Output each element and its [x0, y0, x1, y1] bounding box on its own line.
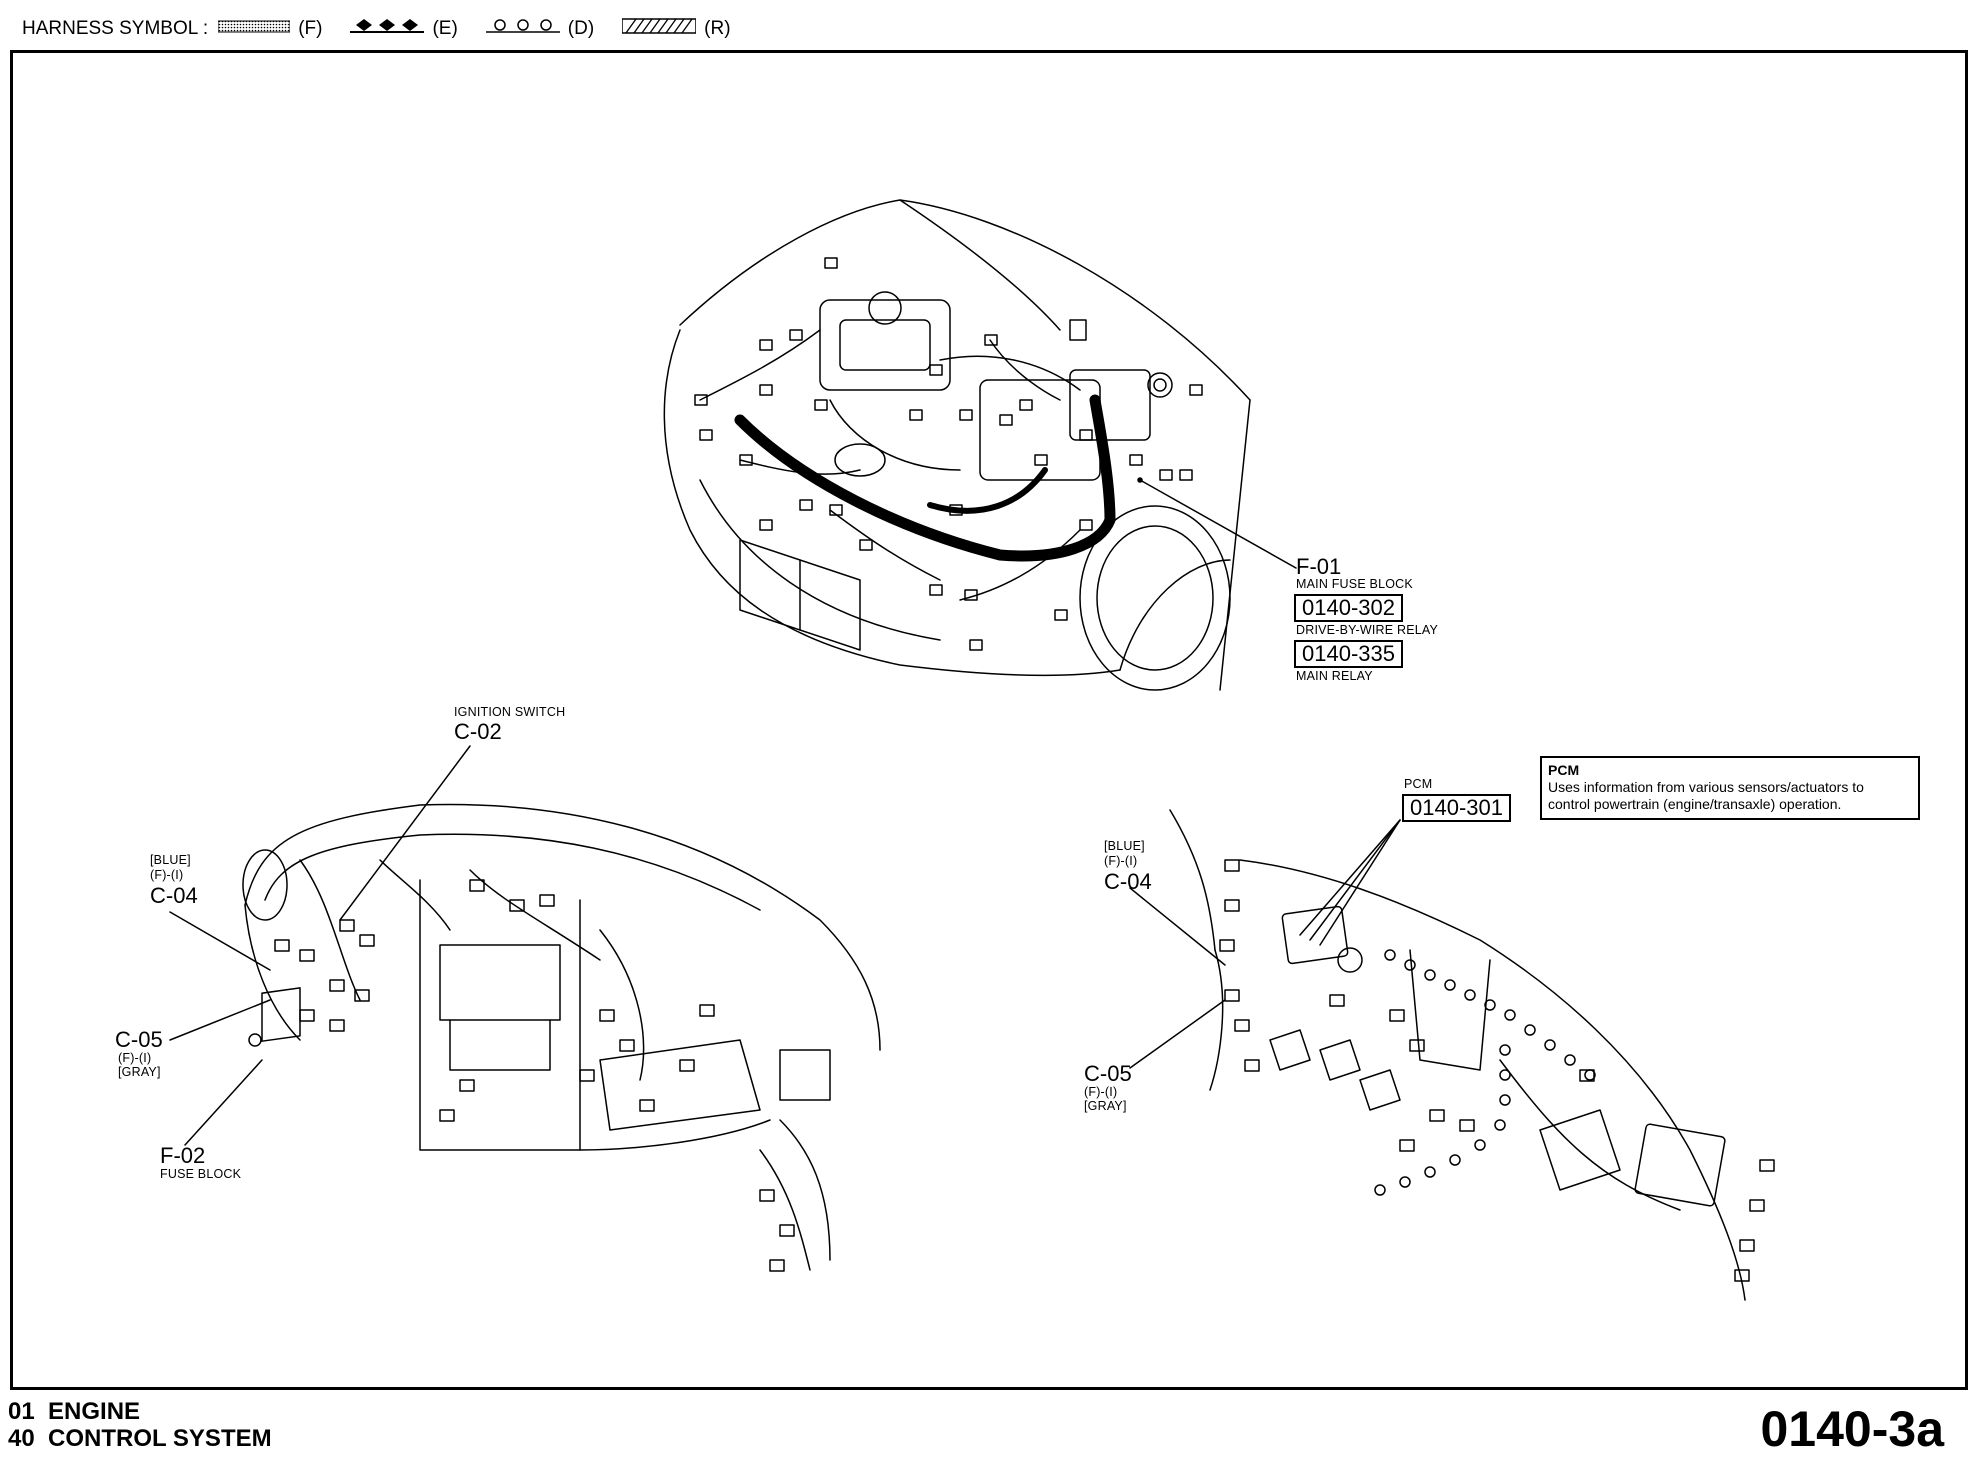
- right-c05-sub: (F)-(I): [1084, 1085, 1118, 1099]
- pcm-note-title: PCM: [1548, 762, 1580, 778]
- left-c04-id: C-04: [150, 883, 198, 908]
- left-c05-id: C-05: [115, 1027, 163, 1052]
- main-relay-label: MAIN RELAY: [1296, 669, 1373, 683]
- right-dashboard-drawing: [1129, 809, 1775, 1301]
- section-line1: 01 ENGINE: [8, 1398, 141, 1425]
- section-line2: 40 CONTROL SYSTEM: [8, 1425, 272, 1452]
- pcm-label: PCM: [1404, 777, 1433, 791]
- right-c04-color: [BLUE]: [1104, 839, 1145, 853]
- ref-drive-by-wire-code[interactable]: 0140-302: [1294, 594, 1403, 622]
- diamond-chain-icon: [350, 17, 425, 41]
- drive-by-wire-relay-label: DRIVE-BY-WIRE RELAY: [1296, 623, 1439, 637]
- right-c05-id: C-05: [1084, 1061, 1132, 1086]
- legend-title: HARNESS SYMBOL :: [22, 18, 209, 39]
- ref-main-relay-code[interactable]: 0140-335: [1294, 640, 1403, 668]
- f02-id: F-02: [160, 1143, 206, 1168]
- diagram-frame: [10, 50, 1968, 1390]
- left-c04-sub: (F)-(I): [150, 868, 184, 882]
- pcm-note-line1: Uses information from various sensors/ac…: [1548, 779, 1864, 795]
- right-c04-sub: (F)-(I): [1104, 854, 1138, 868]
- left-c05-sub: (F)-(I): [118, 1051, 152, 1065]
- left-c04-color: [BLUE]: [150, 853, 191, 867]
- section-title: 01 ENGINE 40 CONTROL SYSTEM: [8, 1398, 272, 1452]
- right-c05-color: [GRAY]: [1084, 1099, 1127, 1113]
- ref-main-relay[interactable]: 0140-335: [1294, 640, 1403, 668]
- c02-id: C-02: [454, 719, 502, 744]
- legend-code-d: (D): [567, 18, 595, 39]
- engine-bay-drawing: [663, 199, 1297, 691]
- pcm-description-box: PCM Uses information from various sensor…: [1540, 756, 1920, 820]
- legend-code-r: (R): [704, 18, 731, 39]
- page-number: 0140-3a: [1760, 1401, 1945, 1457]
- circle-chain-icon: [485, 17, 560, 41]
- legend-code-e: (E): [432, 18, 458, 39]
- left-c05-color: [GRAY]: [118, 1065, 161, 1079]
- ref-drive-by-wire-relay[interactable]: 0140-302: [1294, 594, 1403, 622]
- legend-code-f: (F): [298, 18, 323, 39]
- ref-pcm-code[interactable]: 0140-301: [1402, 794, 1511, 822]
- left-dashboard-drawing: [169, 745, 881, 1272]
- pcm-note-line2: control powertrain (engine/transaxle) op…: [1548, 796, 1842, 812]
- ref-pcm[interactable]: 0140-301: [1402, 794, 1511, 822]
- f01-name: MAIN FUSE BLOCK: [1296, 577, 1413, 591]
- ignition-switch-label: IGNITION SWITCH: [454, 705, 566, 719]
- hatched-band-icon: [621, 17, 697, 41]
- f02-name: FUSE BLOCK: [160, 1167, 242, 1181]
- harness-symbol-legend: HARNESS SYMBOL : (F) (E) (D): [22, 16, 749, 42]
- f01-id: F-01: [1296, 554, 1342, 579]
- right-c04-id: C-04: [1104, 869, 1152, 894]
